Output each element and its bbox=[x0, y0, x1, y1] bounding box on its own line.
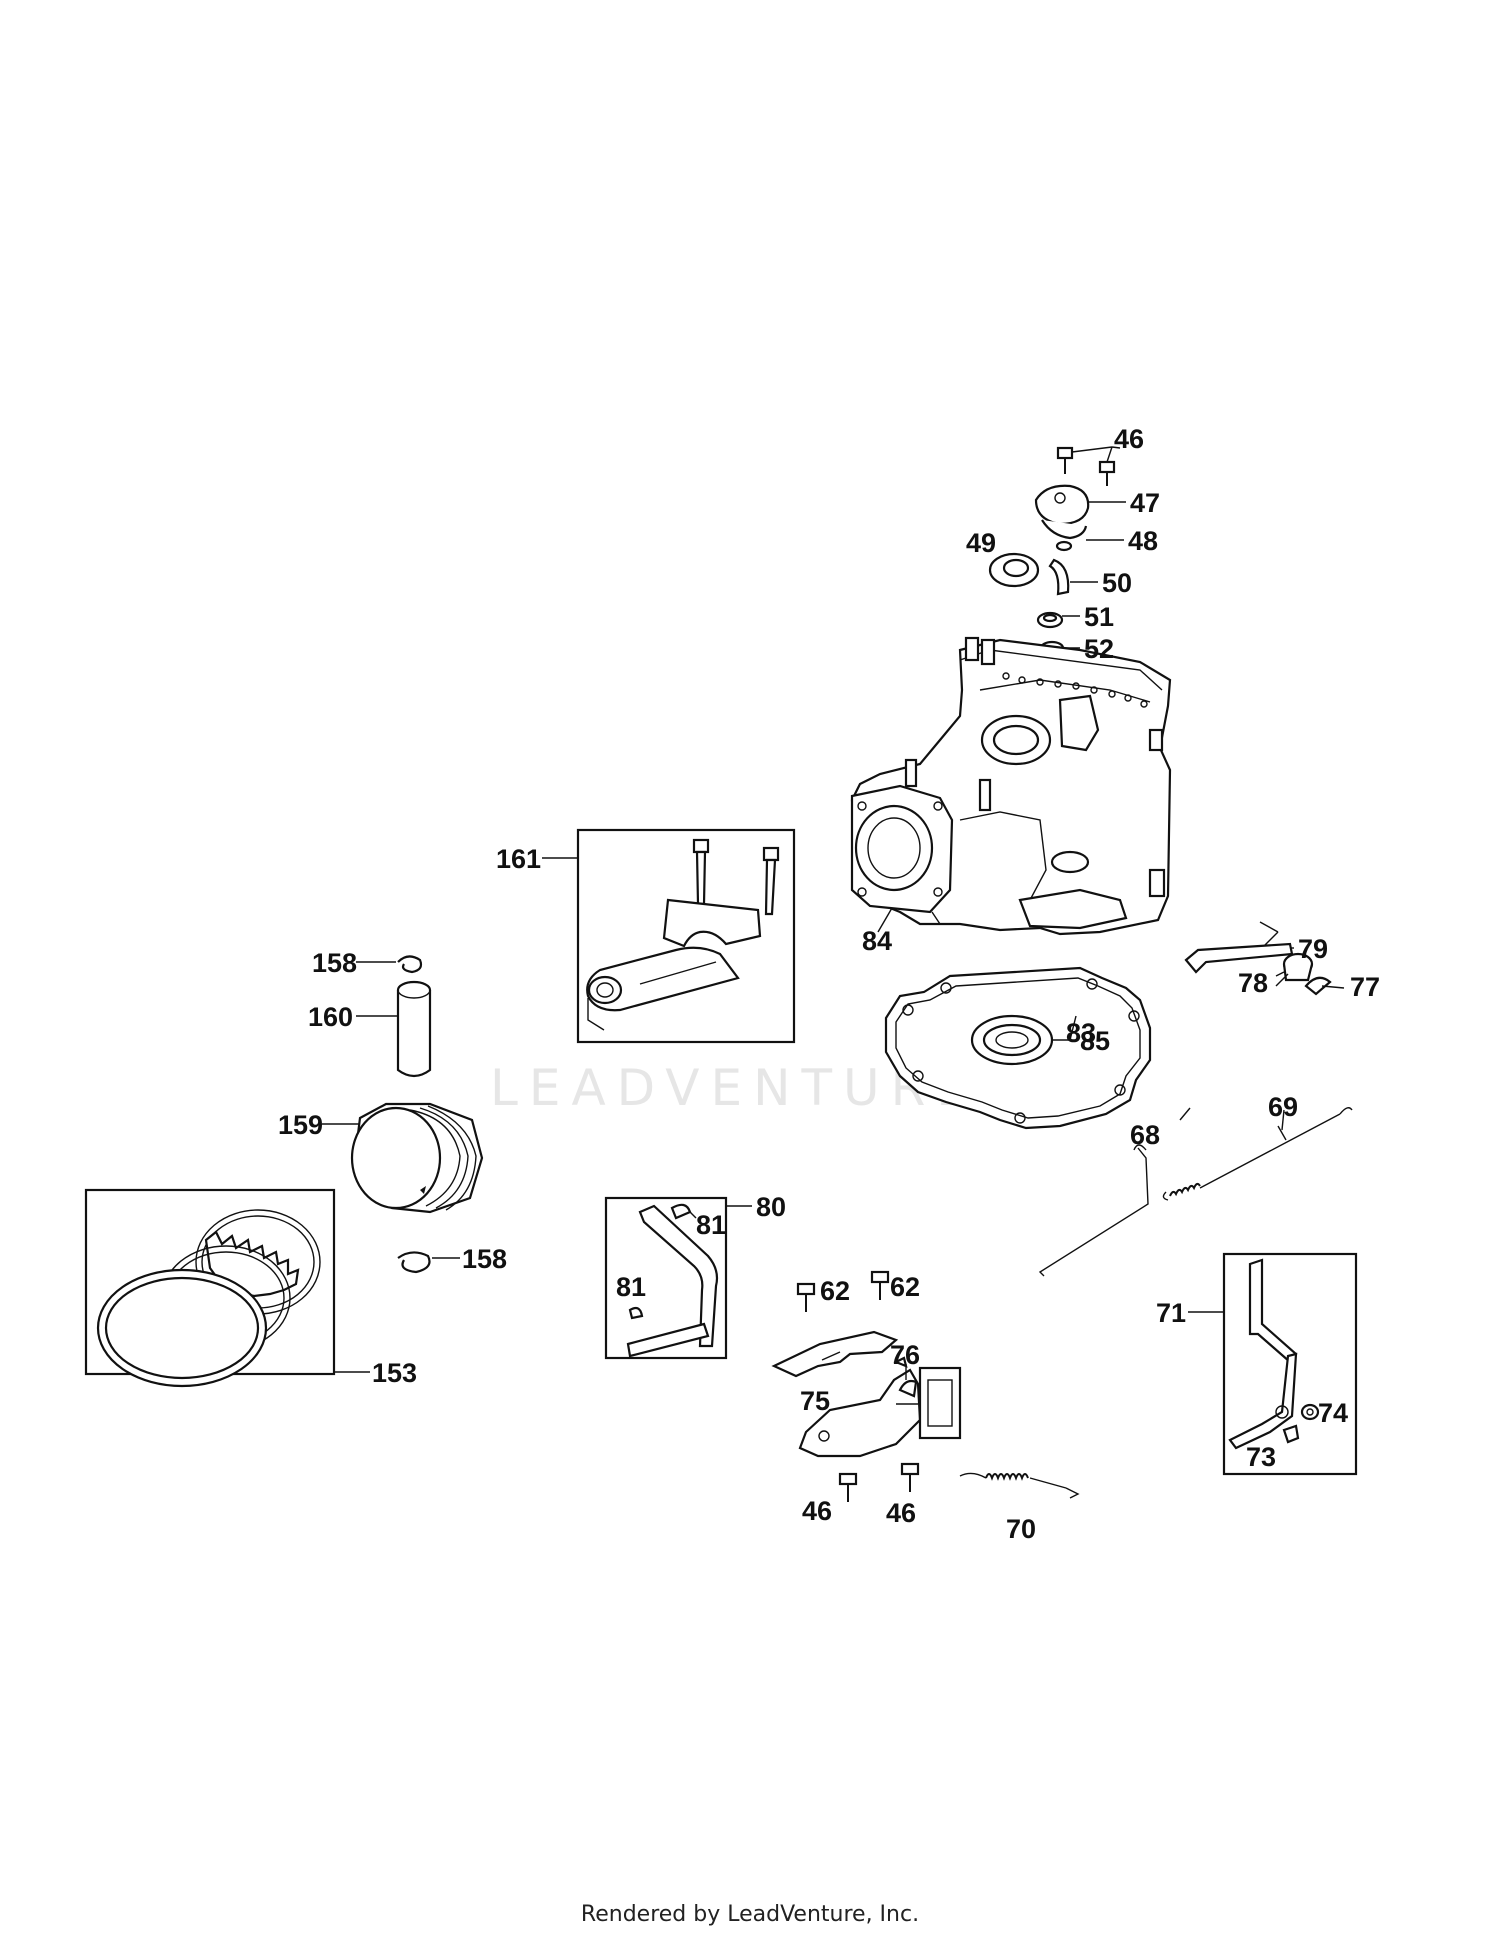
label-47: 47 bbox=[1130, 488, 1160, 518]
leader-lines bbox=[931, 446, 1294, 1131]
part-51-washer[interactable] bbox=[1036, 611, 1080, 629]
label-69: 69 bbox=[1268, 1092, 1298, 1122]
label-160: 160 bbox=[308, 1002, 353, 1032]
label-77: 77 bbox=[1350, 972, 1380, 1002]
label-83: 83 bbox=[1066, 1018, 1096, 1048]
part-71-governor-lever-box[interactable] bbox=[1188, 1252, 1358, 1476]
label-49: 49 bbox=[966, 528, 996, 558]
label-62-left: 62 bbox=[820, 1276, 850, 1306]
part-159-piston[interactable] bbox=[322, 1102, 484, 1214]
part-69-governor-spring[interactable] bbox=[1162, 1107, 1353, 1201]
part-46-bolts[interactable] bbox=[1056, 446, 1116, 486]
part-49-seal[interactable] bbox=[988, 552, 1040, 588]
part-68-governor-rod[interactable] bbox=[1038, 1144, 1149, 1277]
callout-labels: 46 47 48 49 50 51 52 161 84 79 78 77 83 … bbox=[278, 424, 1380, 1544]
label-75: 75 bbox=[800, 1386, 830, 1416]
label-52: 52 bbox=[1084, 634, 1114, 664]
part-79-shaft[interactable] bbox=[1184, 921, 1294, 974]
part-160-piston-pin[interactable] bbox=[356, 980, 432, 1078]
part-85-bearing[interactable] bbox=[970, 1014, 1076, 1066]
part-76-spring-pin[interactable] bbox=[893, 1356, 918, 1398]
part-75-bracket[interactable] bbox=[771, 1330, 962, 1458]
part-153-piston-rings-box[interactable] bbox=[84, 1188, 370, 1388]
label-76: 76 bbox=[890, 1340, 920, 1370]
part-158-clip-top[interactable] bbox=[356, 955, 423, 974]
label-48: 48 bbox=[1128, 526, 1158, 556]
label-46-top: 46 bbox=[1114, 424, 1144, 454]
label-71: 71 bbox=[1156, 1298, 1186, 1328]
label-78: 78 bbox=[1238, 968, 1268, 998]
part-158-clip-bottom[interactable] bbox=[397, 1251, 460, 1274]
footer-credit: Rendered by LeadVenture, Inc. bbox=[580, 1902, 920, 1927]
label-159: 159 bbox=[278, 1110, 323, 1140]
part-46-bolts-lower[interactable] bbox=[838, 1462, 920, 1502]
label-161: 161 bbox=[496, 844, 541, 874]
label-153: 153 bbox=[372, 1358, 417, 1388]
label-79: 79 bbox=[1298, 934, 1328, 964]
label-158-top: 158 bbox=[312, 948, 357, 978]
part-77-pin[interactable] bbox=[1304, 976, 1345, 996]
watermark-text: LEADVENTURE bbox=[490, 1059, 979, 1117]
label-73: 73 bbox=[1246, 1442, 1276, 1472]
label-158-bottom: 158 bbox=[462, 1244, 507, 1274]
label-46-left: 46 bbox=[802, 1496, 832, 1526]
label-68: 68 bbox=[1130, 1120, 1160, 1150]
part-62-bolts[interactable] bbox=[796, 1270, 890, 1312]
part-70-spring[interactable] bbox=[959, 1472, 1080, 1499]
label-74: 74 bbox=[1318, 1398, 1348, 1428]
label-62-right: 62 bbox=[890, 1272, 920, 1302]
part-74-nut[interactable] bbox=[1300, 1403, 1320, 1421]
part-80-breather-tube-box[interactable] bbox=[604, 1196, 752, 1360]
label-85: 85 bbox=[1080, 1026, 1110, 1056]
label-81-top: 81 bbox=[696, 1210, 726, 1240]
label-70: 70 bbox=[1006, 1514, 1036, 1544]
label-80: 80 bbox=[756, 1192, 786, 1222]
label-50: 50 bbox=[1102, 568, 1132, 598]
part-73-bolt[interactable] bbox=[1282, 1424, 1300, 1444]
part-50-clip[interactable] bbox=[1048, 558, 1098, 596]
label-81-bottom: 81 bbox=[616, 1272, 646, 1302]
label-84: 84 bbox=[862, 926, 892, 956]
part-47-cover[interactable] bbox=[1034, 484, 1126, 526]
label-46-right: 46 bbox=[886, 1498, 916, 1528]
part-84-crankcase[interactable] bbox=[850, 636, 1172, 936]
label-51: 51 bbox=[1084, 602, 1114, 632]
part-78-bushing[interactable] bbox=[1275, 952, 1314, 982]
part-48-governor[interactable] bbox=[1041, 519, 1124, 552]
part-161-connecting-rod-box[interactable] bbox=[542, 828, 796, 1044]
